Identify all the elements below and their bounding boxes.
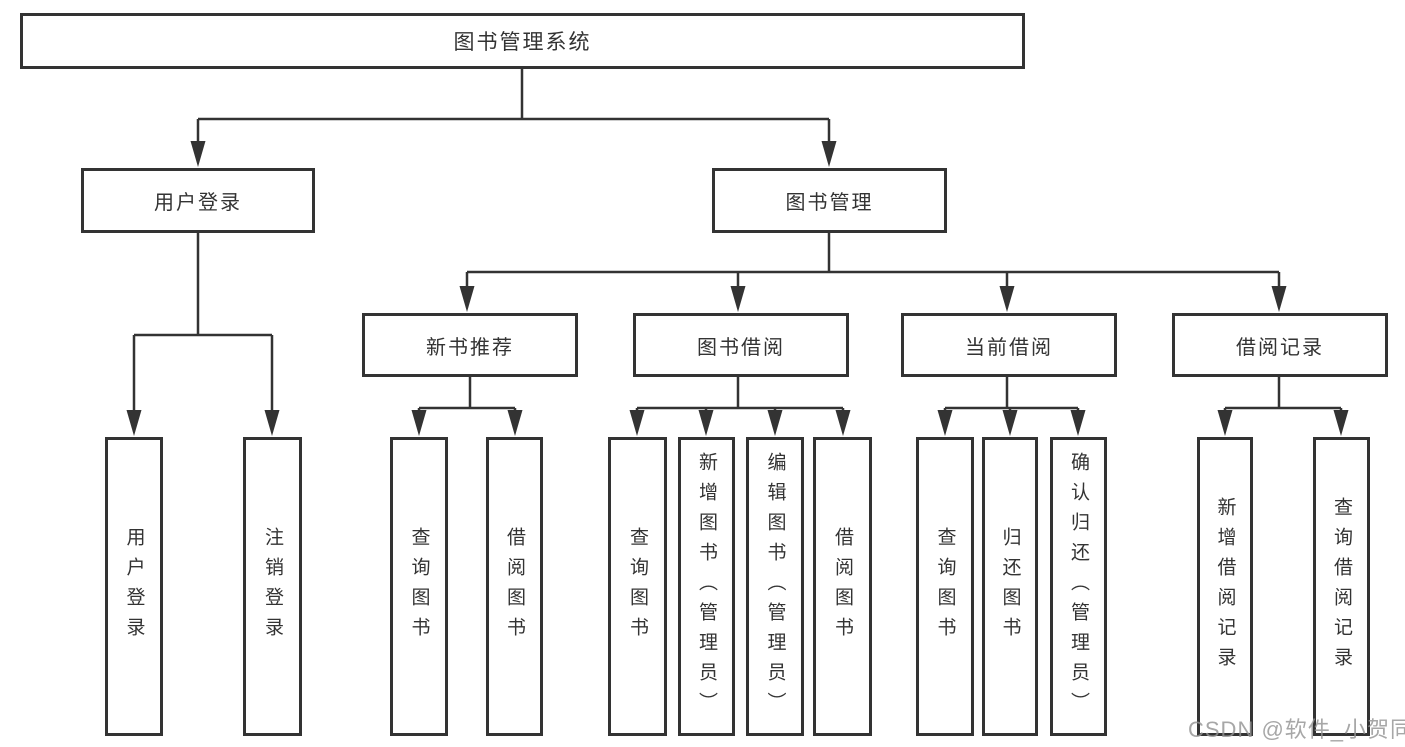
node-book-borrow: 图书借阅 [633,313,849,377]
connector-book-borrow-children [635,377,845,412]
connector-root-to-level2 [196,68,831,142]
leaf-query-borrow-record: 查询借阅记录 [1313,437,1370,736]
leaf-borrow-books: 借阅图书 [813,437,872,736]
leaf-borrow-books-recommend: 借阅图书 [486,437,543,736]
connector-user-login-children [132,232,274,412]
leaf-add-borrow-record: 新增借阅记录 [1197,437,1253,736]
leaf-query-books-current: 查询图书 [916,437,974,736]
leaf-return-books: 归还图书 [982,437,1038,736]
node-label: 借阅图书 [832,526,853,647]
leaf-user-login: 用户登录 [105,437,163,736]
node-label: 图书借阅 [697,336,785,359]
node-borrow-records: 借阅记录 [1172,313,1388,377]
connector-current-borrow-children [943,377,1080,412]
leaf-confirm-return-admin: 确认归还（管理员） [1050,437,1107,736]
node-library-system: 图书管理系统 [20,13,1025,69]
node-book-management: 图书管理 [712,168,947,233]
node-label: 新书推荐 [426,336,514,359]
leaf-logout: 注销登录 [243,437,302,736]
connector-new-book-children [417,377,517,412]
node-user-login: 用户登录 [81,168,315,233]
csdn-watermark: CSDN @软件_小贺同学 [1188,717,1405,742]
node-label: 新增借阅记录 [1214,496,1236,677]
node-label: 新增图书（管理员） [696,451,717,722]
node-label: 借阅图书 [504,526,525,647]
leaf-query-books-recommend: 查询图书 [390,437,448,736]
node-label: 用户登录 [123,526,145,647]
node-label: 归还图书 [999,526,1021,647]
connector-borrow-records-children [1223,377,1343,412]
node-new-book-recommend: 新书推荐 [362,313,578,377]
node-label: 确认归还（管理员） [1068,451,1089,722]
node-label: 当前借阅 [965,336,1053,359]
leaf-add-book-admin: 新增图书（管理员） [678,437,735,736]
node-label: 图书管理系统 [453,31,592,54]
node-label: 图书管理 [785,192,874,214]
node-label: 编辑图书（管理员） [764,451,786,722]
node-label: 借阅记录 [1236,336,1324,359]
node-label: 查询图书 [627,526,648,647]
node-label: 查询图书 [408,526,430,647]
node-label: 查询图书 [934,526,956,647]
node-label: 查询借阅记录 [1331,496,1352,677]
node-current-borrow: 当前借阅 [901,313,1117,377]
node-label: 用户登录 [154,192,242,214]
leaf-query-books-borrow: 查询图书 [608,437,667,736]
leaf-edit-book-admin: 编辑图书（管理员） [746,437,804,736]
connector-book-management-children [465,232,1281,288]
node-label: 注销登录 [262,526,283,647]
